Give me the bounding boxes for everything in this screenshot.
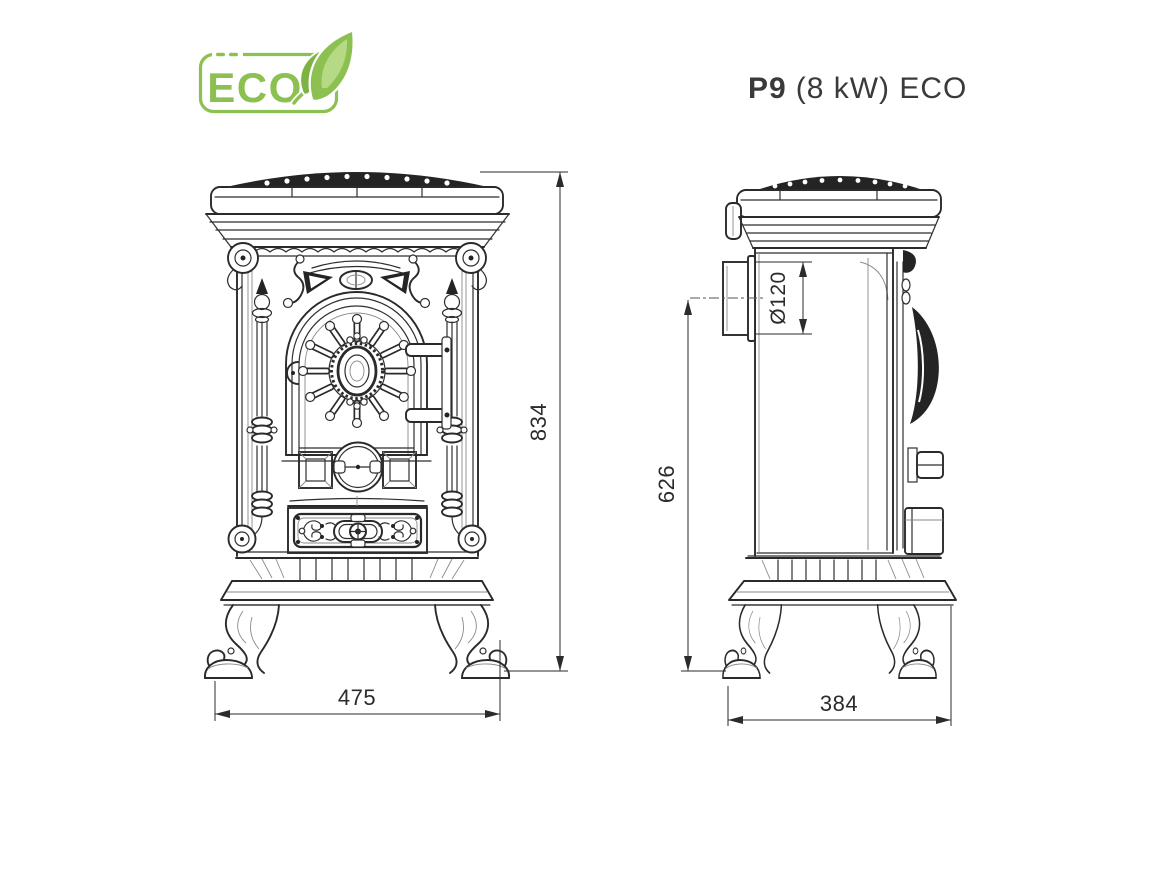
crown-ornament-side [757, 176, 923, 190]
door-hinges [405, 336, 452, 430]
door-handle [286, 361, 299, 385]
door-rosette [297, 313, 417, 429]
dimension-flue-diameter: Ø120 [755, 261, 812, 335]
page-title: P9(8 kW) ECO [748, 72, 967, 106]
door-edge-profile [901, 250, 944, 555]
base-side [728, 555, 957, 606]
lid-latch-side [725, 202, 742, 240]
crown-ornament-front [226, 172, 488, 187]
leg-front-left [204, 604, 280, 679]
air-control-dial [332, 441, 384, 493]
dimension-flue-axis-height: 626 [654, 300, 726, 672]
dimension-side-depth: 384 [727, 606, 952, 726]
dimension-front-width: 475 [214, 640, 501, 721]
dim-label-front-height: 834 [526, 403, 551, 441]
pediment-ornament [282, 254, 431, 309]
model-spec: (8 kW) ECO [795, 72, 968, 105]
dim-label-side-depth: 384 [820, 691, 858, 716]
eco-badge: ECO [198, 28, 355, 114]
leaf-icon [290, 28, 355, 107]
ash-drawer [287, 507, 428, 554]
column-left [227, 278, 278, 554]
side-panel-left [298, 451, 333, 489]
dimension-front-height: 834 [480, 171, 568, 672]
front-elevation-drawing [204, 172, 511, 679]
dim-label-flue-diameter: Ø120 [767, 271, 790, 324]
flue-outlet [690, 255, 764, 342]
volute-top-left [227, 242, 259, 291]
model-name: P9 [748, 72, 787, 105]
base-front [220, 551, 494, 606]
side-elevation-drawing [690, 176, 957, 679]
eco-badge-label: ECO [207, 64, 303, 111]
dim-label-flue-axis-height: 626 [654, 465, 679, 503]
dim-label-front-width: 475 [338, 685, 376, 710]
